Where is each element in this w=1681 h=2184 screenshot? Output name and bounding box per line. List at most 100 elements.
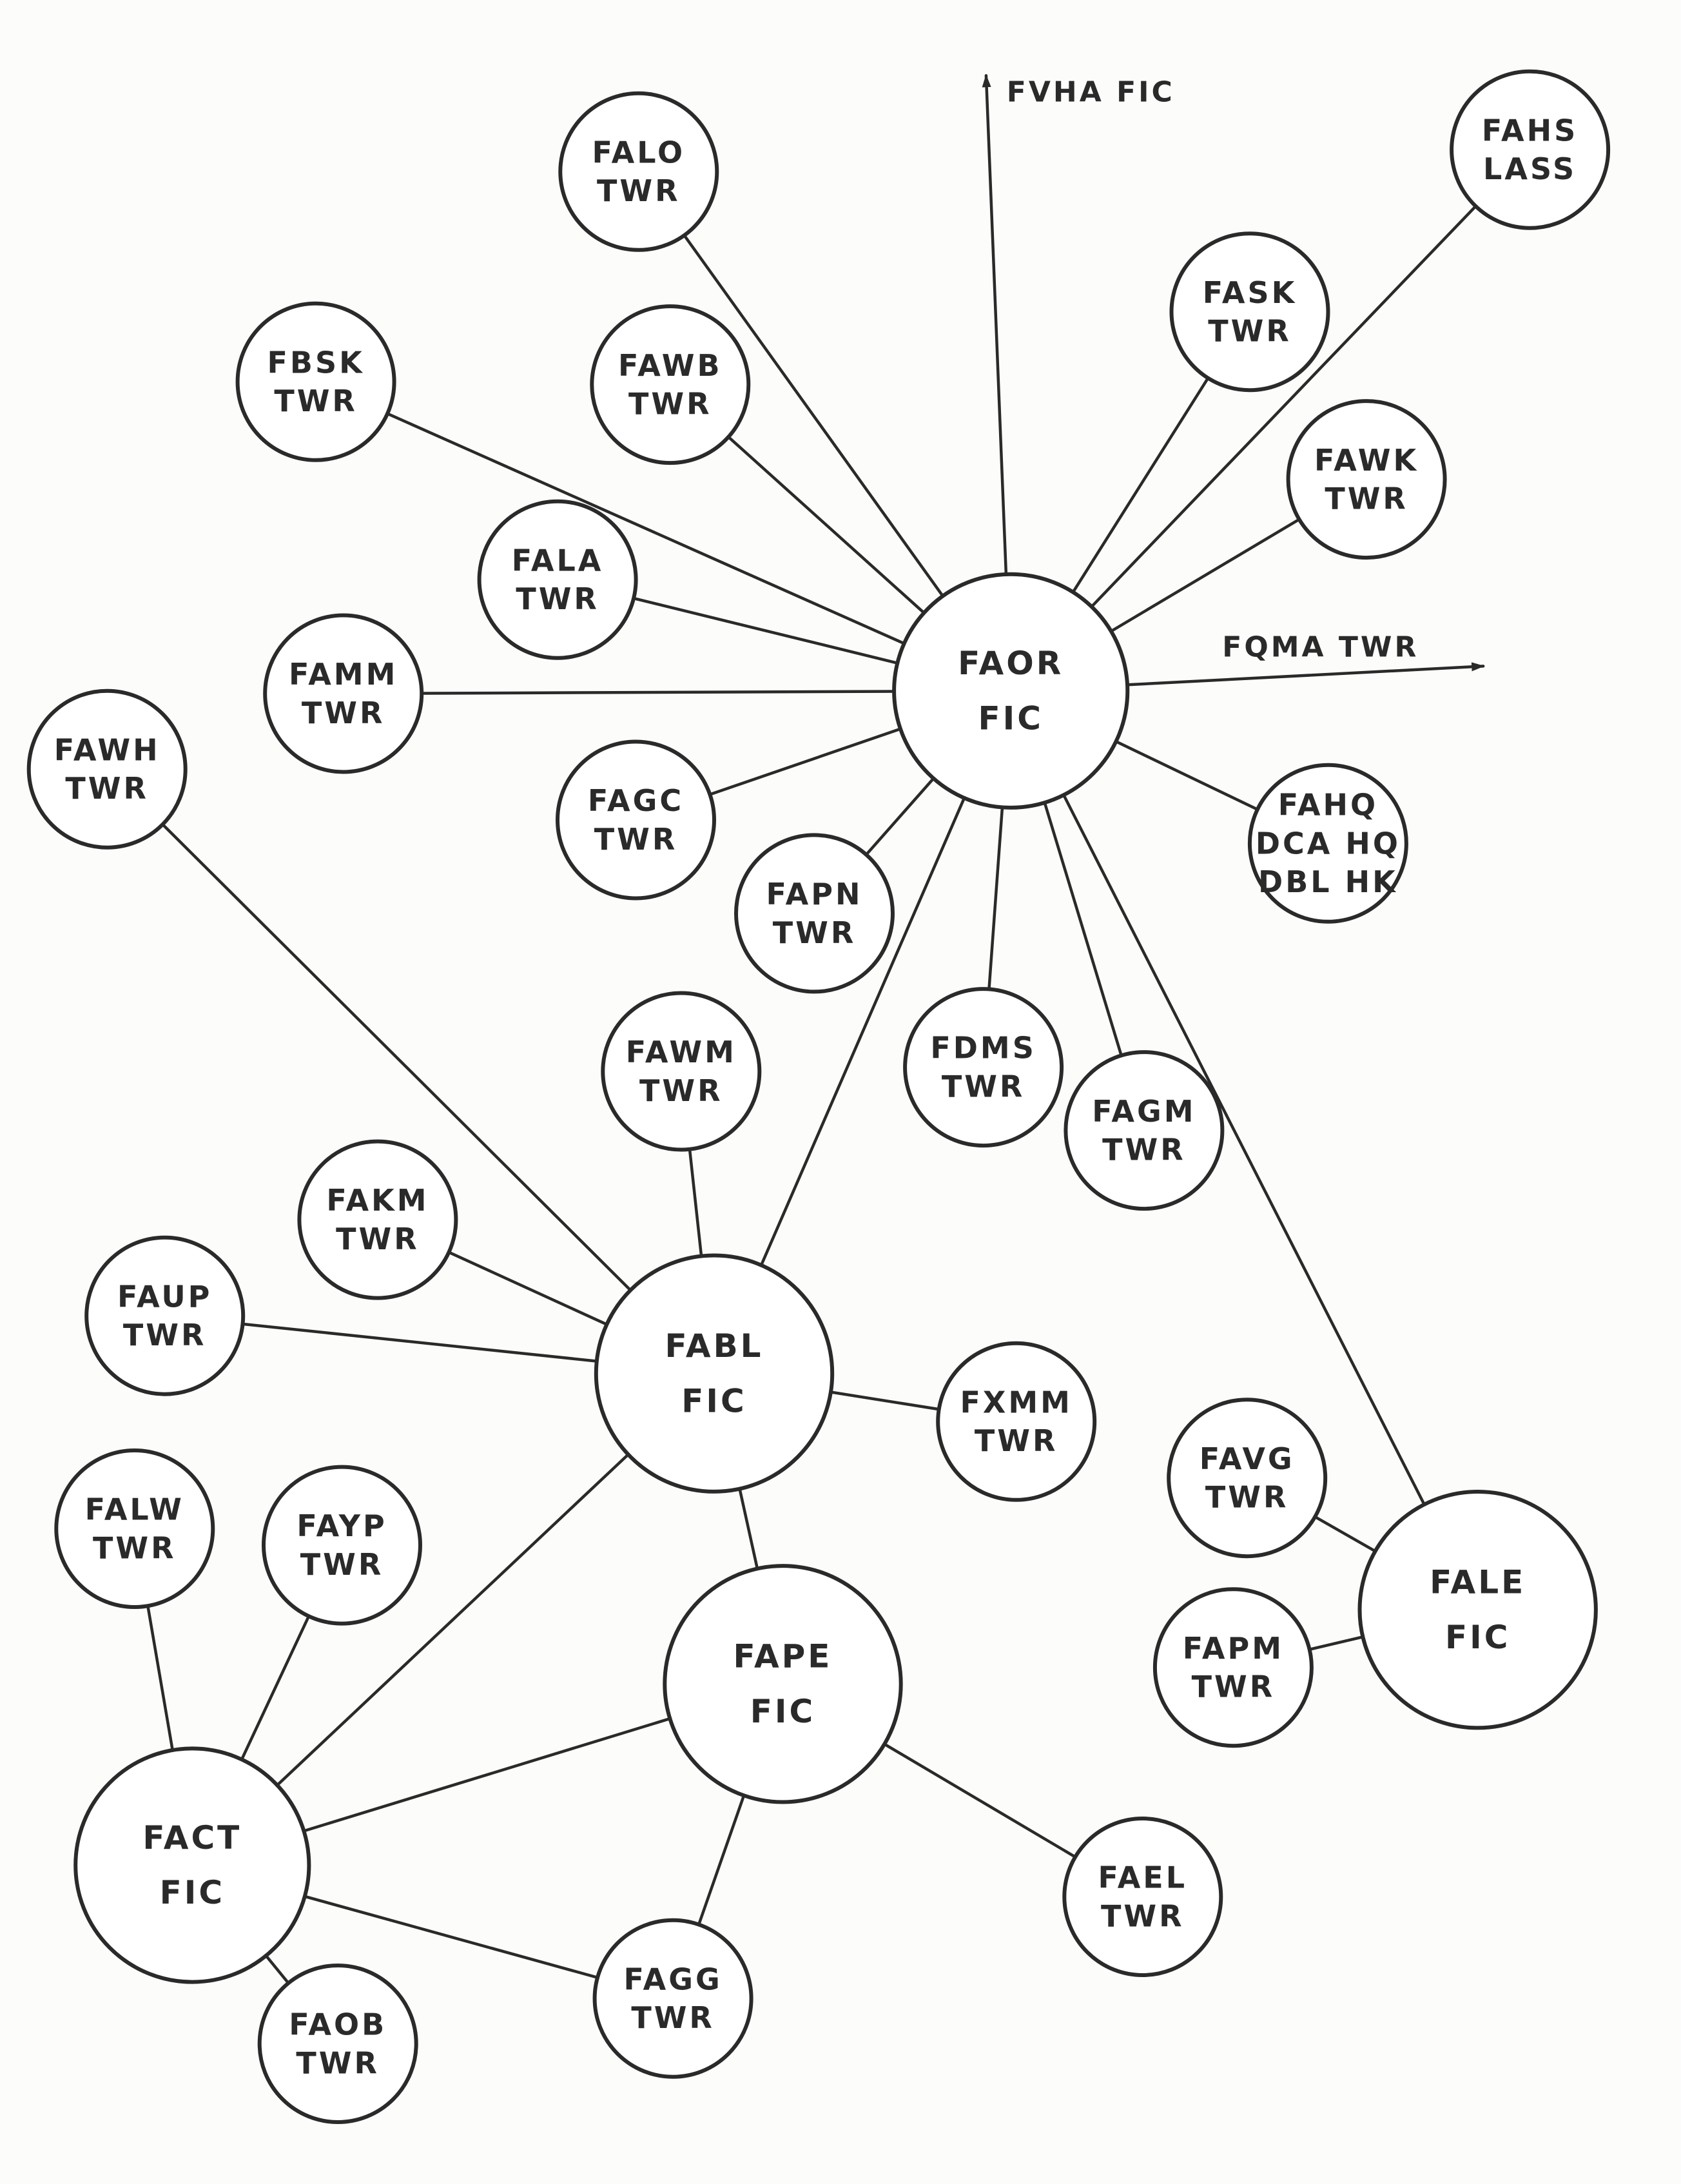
node-circle-fahs (1450, 69, 1611, 230)
node-label-faob-0: FAOB (289, 2007, 387, 2042)
node-circle-fabl (594, 1253, 835, 1494)
node-circle-fape (663, 1564, 903, 1804)
edge-faor-fale (1009, 689, 1479, 1612)
node-label-faob-1: TWR (296, 2045, 380, 2080)
node-circle-fawk (1286, 399, 1447, 560)
edge-faor-fahs (1009, 148, 1531, 693)
node-label-fahq-2: DBL HK (1258, 864, 1398, 899)
node-circle-fagg (592, 1918, 753, 2079)
node-label-fawk-1: TWR (1325, 482, 1408, 516)
node-circle-fala (477, 499, 638, 660)
node-favg: FAVG TWR (1167, 1398, 1328, 1559)
node-label-faup-1: TWR (123, 1318, 207, 1352)
node-label-falw-0: FALW (85, 1492, 184, 1527)
node-circle-faor (892, 572, 1130, 810)
node-label-fagm-0: FAGM (1092, 1094, 1196, 1129)
node-circle-falw (54, 1448, 215, 1609)
node-faor: FAOR FIC (892, 572, 1130, 810)
node-circle-favg (1167, 1398, 1328, 1559)
node-label-fact-1: FIC (160, 1874, 225, 1911)
node-label-fape-1: FIC (750, 1693, 815, 1730)
node-circle-fdms (903, 987, 1064, 1148)
node-label-fask-1: TWR (1208, 314, 1292, 349)
node-label-fawm-0: FAWM (626, 1035, 737, 1069)
node-label-fahq-1: DCA HQ (1256, 826, 1401, 861)
node-label-fask-0: FASK (1203, 275, 1297, 310)
node-label-fapn-0: FAPN (766, 877, 863, 912)
node-circle-fxmm (936, 1341, 1097, 1502)
node-label-fayp-1: TWR (300, 1547, 384, 1582)
node-label-fapm-0: FAPM (1183, 1631, 1284, 1666)
node-label-fact-0: FACT (142, 1819, 242, 1857)
node-label-fawb-0: FAWB (618, 348, 722, 383)
node-label-fale-1: FIC (1445, 1619, 1510, 1656)
node-label-faor-1: FIC (978, 699, 1043, 737)
node-label-fahs-0: FAHS (1482, 113, 1578, 148)
node-circle-fapm (1152, 1587, 1314, 1748)
node-circle-fask (1169, 231, 1330, 393)
external-label-fqma: FQMA TWR (1222, 631, 1419, 664)
node-fagc: FAGC TWR (556, 739, 716, 901)
edge-faor-fbsk (314, 380, 1013, 693)
node-circle-faup (84, 1235, 246, 1396)
node-label-fael-0: FAEL (1098, 1860, 1187, 1895)
node-label-faor-0: FAOR (958, 645, 1064, 682)
node-label-fagc-0: FAGC (588, 783, 684, 818)
node-label-fala-1: TWR (516, 581, 599, 616)
node-fapm: FAPM TWR (1152, 1587, 1314, 1748)
node-label-famm-1: TWR (302, 696, 385, 730)
arrow-fvha (982, 73, 1008, 576)
node-label-falo-0: FALO (592, 135, 686, 170)
node-label-falo-1: TWR (597, 173, 681, 208)
node-famm: FAMM TWR (263, 613, 424, 774)
node-circle-fawh (26, 688, 188, 850)
node-label-fagm-1: TWR (1102, 1132, 1186, 1167)
node-label-fbsk-0: FBSK (267, 346, 364, 380)
node-circle-falo (558, 91, 719, 252)
node-label-fbsk-1: TWR (274, 384, 358, 418)
node-label-fakm-0: FAKM (326, 1183, 429, 1218)
node-label-famm-0: FAMM (289, 657, 398, 692)
node-label-fxmm-1: TWR (975, 1423, 1058, 1458)
node-fbsk: FBSK TWR (235, 301, 396, 462)
node-label-fdms-0: FDMS (930, 1031, 1036, 1066)
node-faup: FAUP TWR (84, 1235, 246, 1396)
node-label-fawm-1: TWR (639, 1073, 723, 1108)
node-label-fagc-1: TWR (594, 822, 678, 857)
node-label-favg-0: FAVG (1200, 1441, 1295, 1476)
node-fask: FASK TWR (1169, 231, 1330, 393)
node-label-fawk-0: FAWK (1314, 443, 1419, 478)
node-label-fapm-1: TWR (1192, 1670, 1276, 1704)
node-label-fapn-1: TWR (773, 915, 857, 950)
node-label-fala-0: FALA (512, 543, 604, 578)
node-label-fahq-0: FAHQ (1278, 788, 1378, 823)
node-label-fawb-1: TWR (628, 386, 712, 421)
node-label-fxmm-0: FXMM (960, 1385, 1072, 1420)
node-label-favg-1: TWR (1205, 1480, 1289, 1515)
node-fawk: FAWK TWR (1286, 399, 1447, 560)
node-circle-fahq (1247, 763, 1408, 924)
node-circle-fayp (262, 1465, 422, 1626)
node-circle-fawm (601, 991, 762, 1152)
arrow-fqma (1125, 662, 1485, 687)
node-label-falw-1: TWR (93, 1530, 177, 1565)
nodes-layer: FAORFICFABLFICFACTFICFAPEFICFALEFICFALOT… (26, 69, 1611, 2124)
node-circle-fapn (734, 833, 895, 994)
node-label-faup-0: FAUP (117, 1279, 212, 1314)
